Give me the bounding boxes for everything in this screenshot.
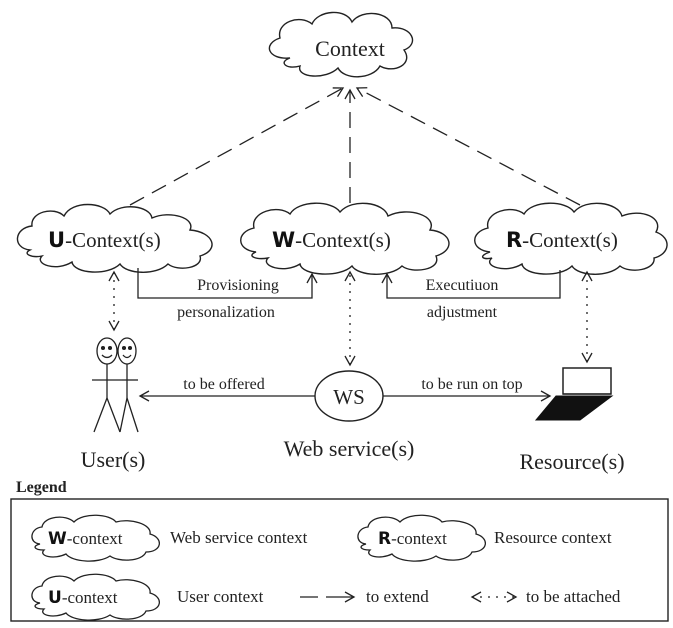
context-cloud: Context xyxy=(268,11,414,78)
provisioning-connector xyxy=(137,268,318,299)
resources-label: Resource(s) xyxy=(519,449,624,474)
r-to-context-edge xyxy=(355,87,581,206)
extend-edges xyxy=(129,87,581,206)
legend-u-letter: U xyxy=(48,588,62,608)
legend-u-context-cloud: U-context xyxy=(31,573,160,621)
r-context-cloud: R-Context(s) xyxy=(474,202,668,275)
svg-text:U-Context(s): U-Context(s) xyxy=(48,228,161,252)
laptop-icon xyxy=(534,367,614,421)
legend-extend-label: to extend xyxy=(366,587,429,606)
w-context-letter: W xyxy=(272,228,295,252)
to-be-run-on-top-label: to be run on top xyxy=(421,376,522,393)
u-context-letter: U xyxy=(48,228,65,252)
legend-r-letter: R xyxy=(378,529,391,549)
w-context-cloud: W-Context(s) xyxy=(240,202,450,275)
context-label: Context xyxy=(315,36,385,61)
legend-r-suffix: -context xyxy=(391,529,447,548)
r-context-suffix: -Context(s) xyxy=(522,228,618,252)
legend-u-desc: User context xyxy=(177,587,264,606)
svg-text:U-context: U-context xyxy=(48,588,118,608)
svg-text:R-context: R-context xyxy=(378,529,447,549)
legend-r-context-cloud: R-context xyxy=(357,514,486,562)
users-icon xyxy=(92,337,139,433)
attach-edges xyxy=(108,270,593,367)
legend-w-desc: Web service context xyxy=(170,528,308,547)
provisioning-label: Provisioning xyxy=(197,277,279,294)
u-to-context-edge xyxy=(129,87,345,206)
legend-attached-label: to be attached xyxy=(526,587,621,606)
legend-w-letter: W xyxy=(48,529,67,549)
ws-label: WS xyxy=(333,385,365,409)
legend-title: Legend xyxy=(16,479,67,496)
ws-node: WS xyxy=(314,370,384,422)
to-be-offered-label: to be offered xyxy=(183,376,264,393)
svg-text:W-context: W-context xyxy=(48,529,123,549)
web-services-label: Web service(s) xyxy=(284,436,415,461)
u-context-suffix: -Context(s) xyxy=(65,228,161,252)
adjustment-label: adjustment xyxy=(427,304,498,321)
svg-text:R-Context(s): R-Context(s) xyxy=(506,228,618,252)
legend-u-suffix: -context xyxy=(62,588,118,607)
users-label: User(s) xyxy=(81,447,146,472)
execution-label: Executiuon xyxy=(426,277,499,294)
legend-w-suffix: -context xyxy=(67,529,123,548)
svg-text:W-Context(s): W-Context(s) xyxy=(272,228,391,252)
u-context-cloud: U-Context(s) xyxy=(16,203,213,273)
legend-r-desc: Resource context xyxy=(494,528,612,547)
r-context-letter: R xyxy=(506,228,522,252)
w-context-suffix: -Context(s) xyxy=(295,228,391,252)
execution-connector xyxy=(381,270,561,299)
personalization-label: personalization xyxy=(177,304,275,321)
legend-w-context-cloud: W-context xyxy=(31,514,160,562)
